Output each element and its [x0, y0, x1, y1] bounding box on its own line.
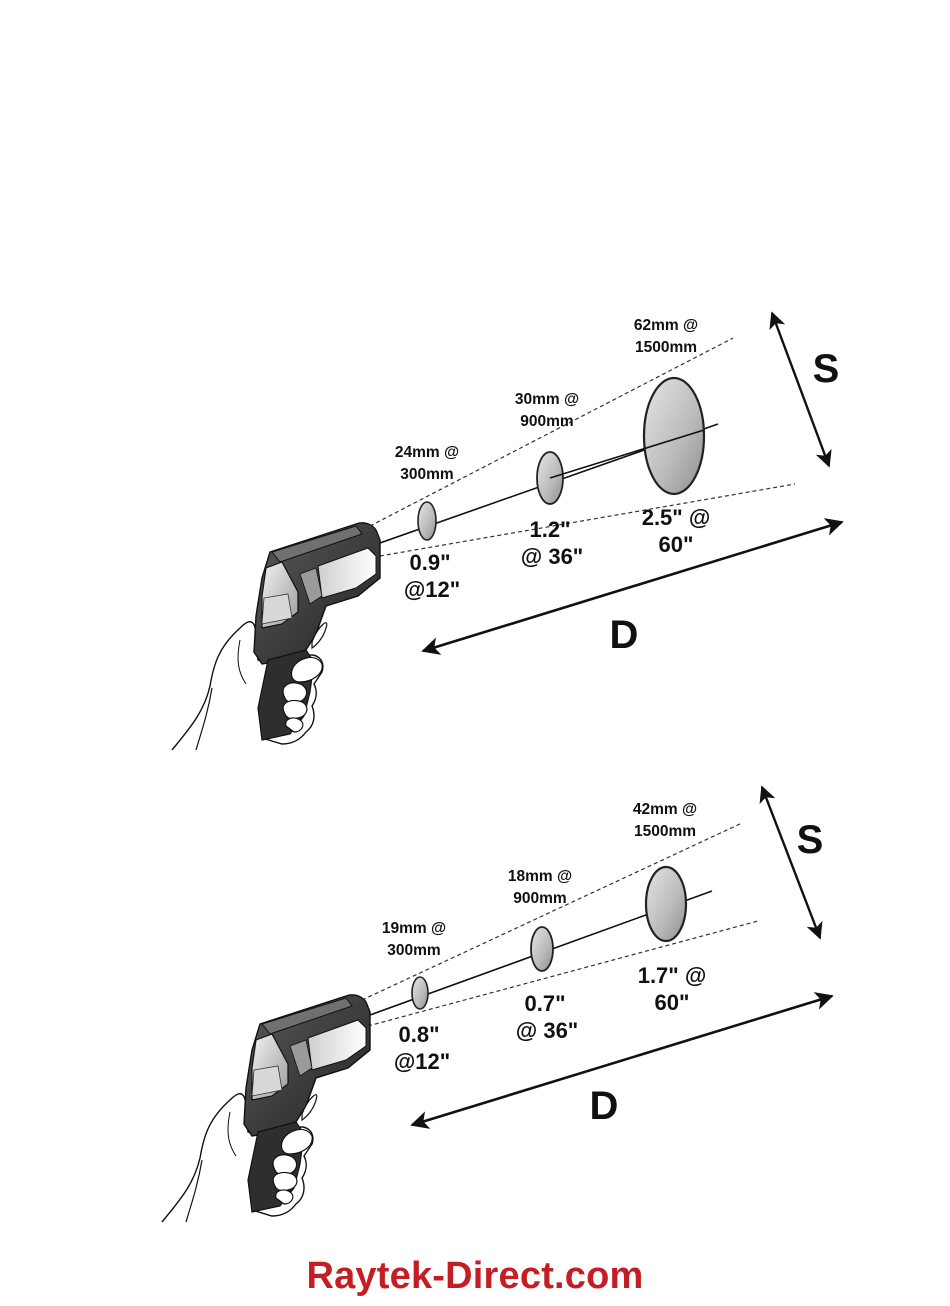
metric-label-near-line1: 24mm @ — [395, 444, 459, 461]
size-axis-label: S — [797, 818, 824, 862]
spot-far-1 — [644, 378, 704, 494]
spot-mid-2 — [531, 927, 553, 971]
diagram-1: S D 24mm @ 300mm 30mm @ 900mm 62mm @ 150… — [172, 313, 842, 750]
metric-label-mid-line2: 900mm — [513, 890, 566, 907]
imperial-label-far-line2: 60" — [659, 532, 694, 557]
spot-far-2 — [646, 867, 686, 941]
distance-axis-label: D — [590, 1084, 619, 1128]
double-arrow-icon — [762, 787, 820, 938]
metric-label-mid-line1: 30mm @ — [515, 391, 579, 408]
size-axis-label: S — [813, 347, 840, 391]
metric-label-far-line1: 62mm @ — [634, 317, 698, 334]
imperial-label-mid-line2: @ 36" — [521, 544, 583, 569]
diagram-2: S D 19mm @ 300mm 18mm @ 900mm 42mm @ 150… — [162, 787, 832, 1222]
spot-near-2 — [412, 977, 428, 1009]
imperial-label-mid-line1: 1.2" — [529, 517, 570, 542]
imperial-label-mid-line2: @ 36" — [516, 1018, 578, 1043]
imperial-label-near-line1: 0.8" — [398, 1022, 439, 1047]
metric-label-near-line2: 300mm — [400, 466, 453, 483]
distance-axis-label: D — [610, 613, 639, 657]
thermometer-gun-icon — [172, 523, 380, 750]
imperial-label-near-line2: @12" — [394, 1049, 450, 1074]
imperial-label-mid-line1: 0.7" — [524, 991, 565, 1016]
metric-label-near-line1: 19mm @ — [382, 920, 446, 937]
metric-label-near-line2: 300mm — [387, 942, 440, 959]
imperial-label-near-line2: @12" — [404, 577, 460, 602]
double-arrow-icon — [412, 996, 832, 1125]
metric-label-mid-line2: 900mm — [520, 413, 573, 430]
metric-label-far-line2: 1500mm — [634, 823, 696, 840]
imperial-label-far-line1: 2.5" @ — [642, 505, 711, 530]
metric-label-mid-line1: 18mm @ — [508, 868, 572, 885]
imperial-label-near-line1: 0.9" — [409, 550, 450, 575]
metric-label-far-line1: 42mm @ — [633, 801, 697, 818]
thermometer-gun-icon — [162, 995, 370, 1222]
metric-label-far-line2: 1500mm — [635, 339, 697, 356]
brand-footer-text: Raytek-Direct.com — [0, 1255, 950, 1298]
imperial-label-far-line2: 60" — [655, 990, 690, 1015]
spot-near-1 — [418, 502, 436, 540]
imperial-label-far-line1: 1.7" @ — [638, 963, 707, 988]
